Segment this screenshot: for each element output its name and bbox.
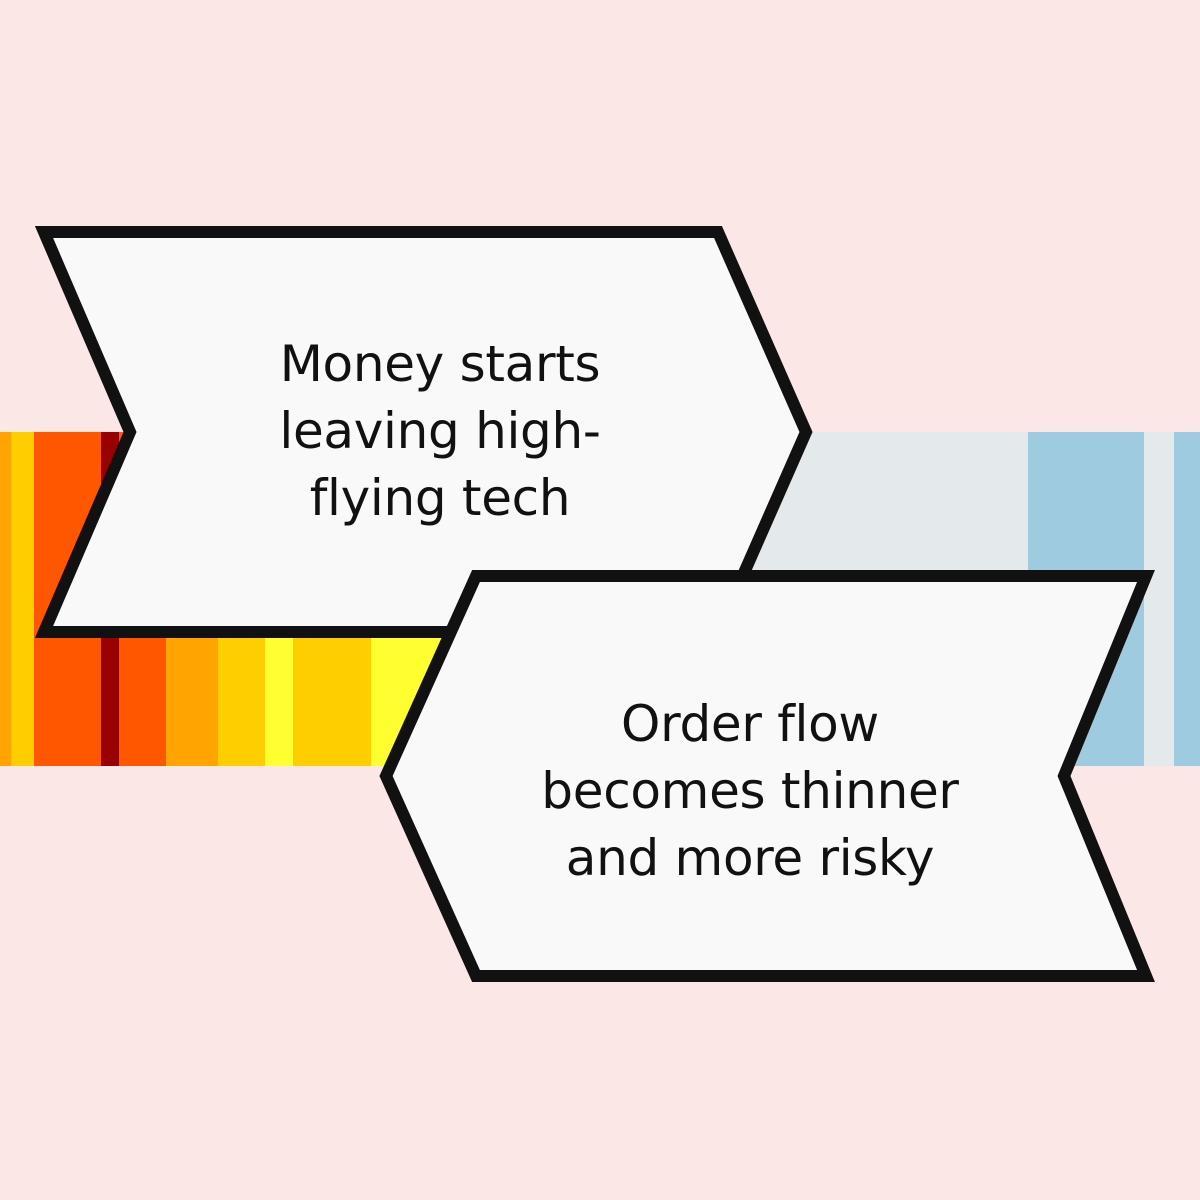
step-1-label-line-1: Money starts <box>279 335 601 393</box>
step-2-label-line-2: becomes thinner <box>541 762 959 820</box>
step-2-label-line-1: Order flow <box>621 695 879 753</box>
step-1-label-line-3: flying tech <box>309 469 571 527</box>
stripe <box>1143 432 1174 766</box>
step-2-label-line-3: and more risky <box>565 829 935 887</box>
stripe <box>0 432 12 766</box>
step-2-chevron-shape <box>379 570 1155 982</box>
step-1-label: Money starts leaving high- flying tech <box>200 331 680 532</box>
stripe <box>11 432 34 766</box>
step-2-label: Order flow becomes thinner and more risk… <box>510 691 990 892</box>
step-1-label-line-2: leaving high- <box>279 402 601 460</box>
stripe <box>1173 432 1200 766</box>
